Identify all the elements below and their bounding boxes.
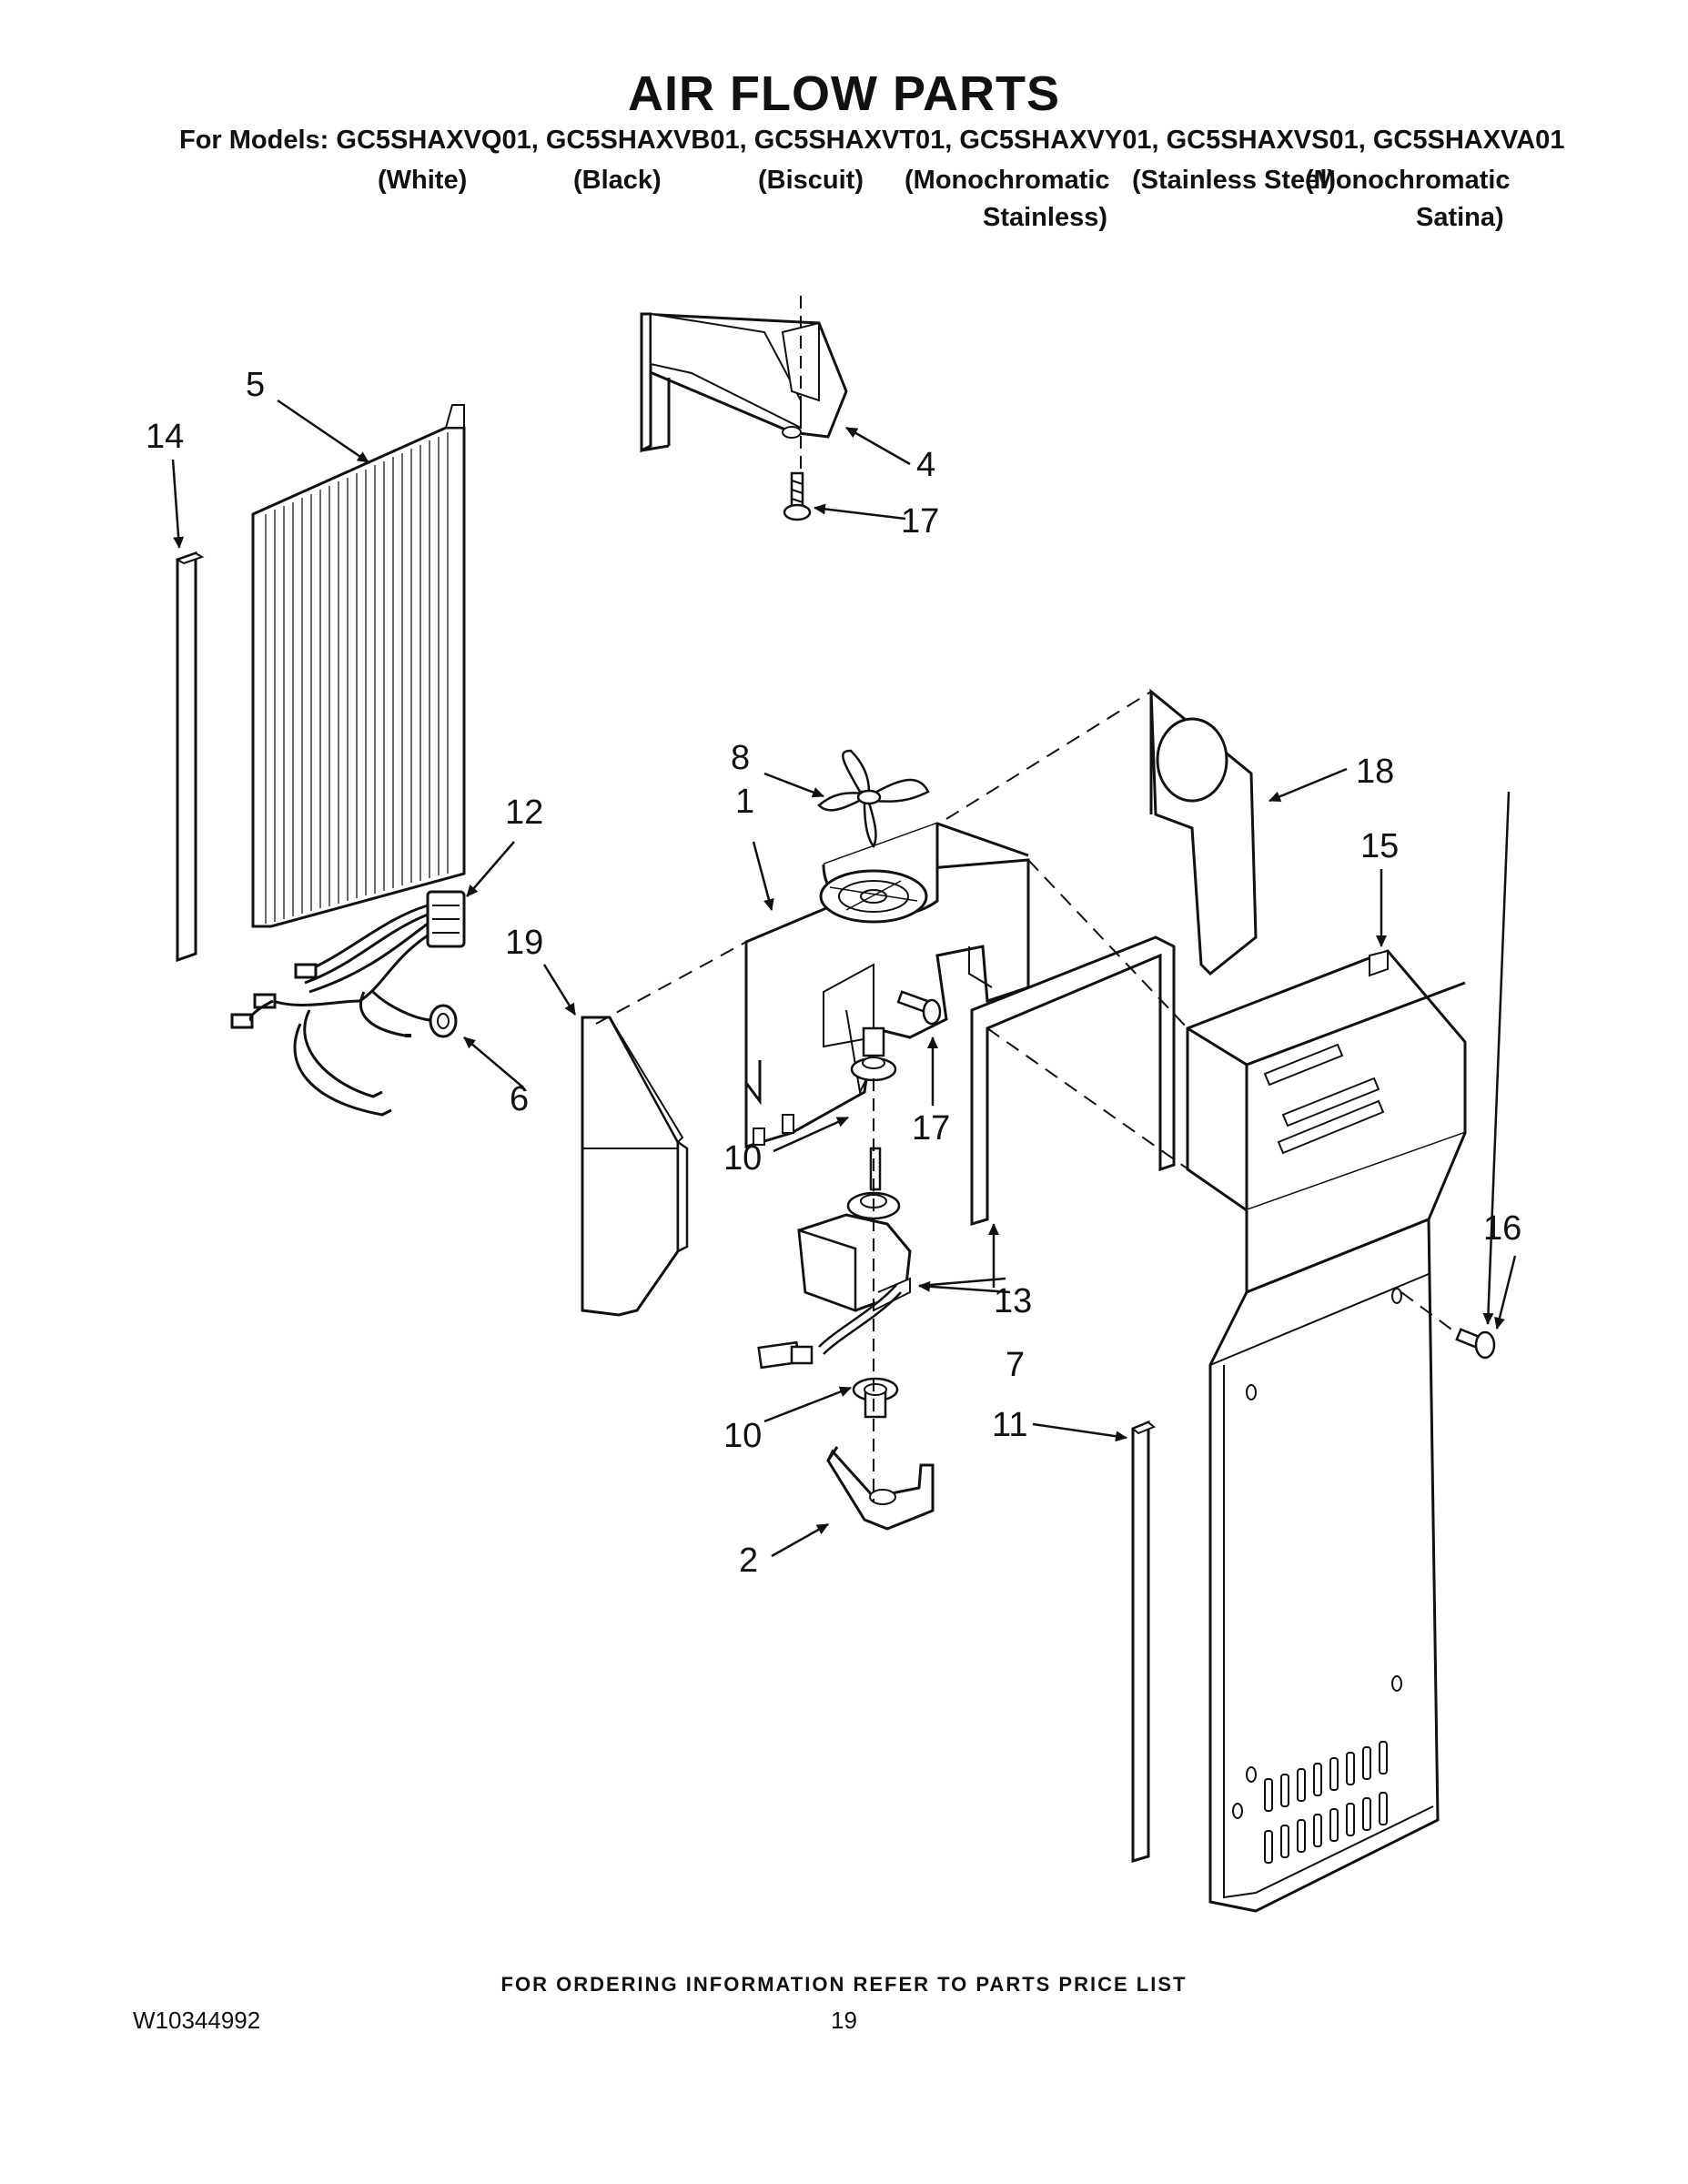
color-label-mono-satina: (Monochromatic [1305,166,1511,195]
part-7-fan-motor [757,1147,912,1370]
part-17-screw-middle [896,990,942,1026]
part-14-gasket-strip [175,551,205,963]
callout-2: 2 [739,1542,758,1580]
callout-18: 18 [1356,753,1394,791]
ordering-info: FOR ORDERING INFORMATION REFER TO PARTS … [500,1973,1188,1996]
callout-17-top: 17 [901,502,939,541]
callout-4: 4 [916,446,935,484]
page-number: 19 [831,2007,857,2034]
part-2-motor-bracket [826,1446,935,1531]
callout-13: 13 [994,1282,1032,1320]
assembly-dashed-lines [595,691,1459,1335]
callout-8: 8 [731,739,750,777]
callout-12: 12 [505,794,543,832]
callout-5: 5 [246,366,265,404]
callout-15: 15 [1360,827,1399,865]
part-10-motor-mount-lower [852,1377,899,1419]
color-label-white: (White) [378,166,468,195]
callout-7: 7 [1006,1346,1025,1384]
part-18-baffle [1149,688,1258,976]
part-15-rear-cover [1186,949,1467,1913]
part-8-fan-blade [817,749,930,849]
part-6-grommet [429,1004,458,1038]
color-label-mono-stainless-line2: Stainless) [983,203,1107,232]
page-title: AIR FLOW PARTS [628,66,1060,121]
document-number: W10344992 [133,2007,261,2034]
callout-1: 1 [735,783,754,821]
part-10-motor-mount-upper [850,1026,897,1082]
callout-16: 16 [1483,1209,1521,1248]
part-11-gasket-strip [1131,1420,1156,1864]
callout-10-lower: 10 [723,1417,762,1455]
callout-14: 14 [146,418,184,456]
color-label-mono-satina-line2: Satina) [1416,203,1504,232]
models-line: For Models: GC5SHAXVQ01, GC5SHAXVB01, GC… [179,126,1565,155]
color-label-stainless-steel: (Stainless Steel) [1132,166,1337,195]
callout-arrows [171,399,1517,1558]
callout-10-upper: 10 [723,1139,762,1178]
part-5-evaporator-grille [251,404,466,928]
part-13-u-gasket [970,935,1176,1227]
part-4-air-duct-top [640,312,848,453]
color-label-mono-stainless: (Monochromatic [905,166,1110,195]
part-19-foam-block [581,1016,689,1317]
callout-19: 19 [505,924,543,962]
part-12-wire-harness [230,890,466,1117]
color-label-black: (Black) [573,166,662,195]
callout-11: 11 [992,1406,1027,1444]
part-17-screw-top [783,471,812,521]
callout-6: 6 [510,1080,529,1118]
color-label-biscuit: (Biscuit) [758,166,864,195]
part-16-screw [1455,1328,1496,1360]
callout-17-middle: 17 [912,1109,950,1148]
